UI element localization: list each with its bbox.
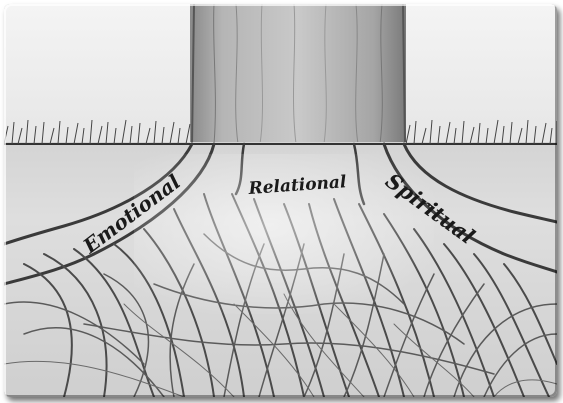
- picture-frame: Emotional Relational Spiritual: [4, 4, 557, 397]
- tree-roots-drawing: Emotional Relational Spiritual: [4, 4, 557, 397]
- tree-trunk: [190, 4, 406, 146]
